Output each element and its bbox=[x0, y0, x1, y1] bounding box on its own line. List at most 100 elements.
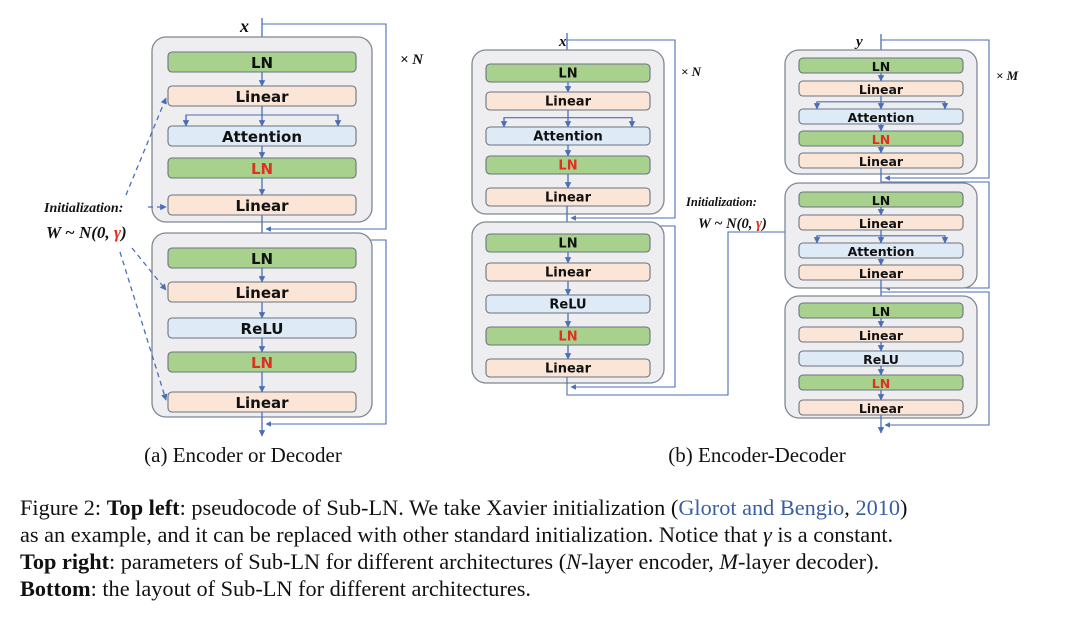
initialization-annotation: Initialization:W ~ N(0, γ) bbox=[43, 97, 168, 401]
initialization-annotation-b: Initialization: W ~ N(0, γ) bbox=[685, 195, 767, 232]
sub-ln-architecture-diagram: xLNLinearAttentionLNLinearLNLinearReLULN… bbox=[43, 16, 1019, 467]
panel-a-encoder-or-decoder: xLNLinearAttentionLNLinearLNLinearReLULN… bbox=[43, 16, 424, 437]
caption-figure-label: Figure 2: bbox=[20, 495, 102, 520]
layer-linear: Linear bbox=[167, 391, 357, 413]
caption-text: N bbox=[566, 549, 581, 574]
layer-ln-sub-ln: LN bbox=[798, 130, 964, 147]
repeat-n-label: × N bbox=[681, 64, 702, 79]
caption-bold-term: Top right bbox=[20, 549, 110, 574]
layer-linear: Linear bbox=[485, 187, 651, 207]
residual-connection-1 bbox=[567, 39, 676, 221]
caption-text: γ bbox=[762, 522, 772, 547]
subcaption-b: (b) Encoder-Decoder bbox=[668, 443, 845, 467]
layer-label: Linear bbox=[859, 401, 904, 416]
repeat-n-label: × N bbox=[400, 52, 424, 68]
layer-label: Linear bbox=[235, 88, 289, 106]
figure-caption: Figure 2: Top left: pseudocode of Sub-LN… bbox=[20, 494, 1065, 602]
layer-label: Linear bbox=[235, 197, 289, 215]
layer-ln-sub-ln: LN bbox=[167, 157, 357, 179]
layer-ln: LN bbox=[798, 302, 964, 319]
caption-text: is a constant. bbox=[771, 522, 894, 547]
residual-connection-3 bbox=[881, 291, 990, 428]
citation-link[interactable]: Glorot and Bengio bbox=[678, 495, 845, 520]
layer-label: Linear bbox=[545, 362, 592, 377]
layer-op: ReLU bbox=[798, 350, 964, 367]
panel-b-encoder: xLNLinearAttentionLNLinearLNLinearReLULN… bbox=[471, 33, 815, 396]
layer-linear: Linear bbox=[798, 80, 964, 97]
layer-label: LN bbox=[251, 160, 273, 178]
layer-op: Attention bbox=[485, 126, 651, 146]
panel-b-decoder: yLNLinearAttentionLNLinearLNLinearAttent… bbox=[784, 34, 1019, 434]
layer-label: Attention bbox=[848, 110, 915, 125]
caption-line: Top right: parameters of Sub-LN for diff… bbox=[20, 548, 1065, 575]
layer-linear: Linear bbox=[798, 399, 964, 416]
repeat-m-label: × M bbox=[996, 68, 1019, 83]
layer-label: Attention bbox=[533, 130, 602, 145]
caption-text: : the layout of Sub-LN for different arc… bbox=[90, 576, 532, 601]
layer-label: Linear bbox=[859, 82, 904, 97]
layer-ln: LN bbox=[798, 57, 964, 74]
caption-text: -layer decoder). bbox=[737, 549, 880, 574]
caption-text: -layer encoder, bbox=[581, 549, 720, 574]
subcaption-a: (a) Encoder or Decoder bbox=[144, 443, 342, 467]
layer-label: Linear bbox=[545, 266, 592, 281]
layer-ln-sub-ln: LN bbox=[485, 326, 651, 346]
init-formula: W ~ N(0, γ) bbox=[698, 216, 767, 232]
citation-link[interactable]: 2010 bbox=[855, 495, 901, 520]
layer-label: LN bbox=[872, 376, 890, 391]
layer-ln-sub-ln: LN bbox=[798, 374, 964, 391]
caption-text: : parameters of Sub-LN for different arc… bbox=[109, 549, 567, 574]
layer-label: Attention bbox=[222, 128, 302, 146]
caption-line: as an example, and it can be replaced wi… bbox=[20, 521, 1065, 548]
layer-label: Linear bbox=[859, 328, 904, 343]
input-x: x bbox=[558, 34, 567, 50]
caption-line: Bottom: the layout of Sub-LN for differe… bbox=[20, 575, 1065, 602]
layer-label: LN bbox=[872, 193, 890, 208]
layer-label: ReLU bbox=[549, 298, 586, 313]
layer-linear: Linear bbox=[485, 358, 651, 378]
residual-connection-1 bbox=[881, 39, 990, 181]
layer-op: Attention bbox=[798, 108, 964, 125]
layer-op: Attention bbox=[798, 242, 964, 259]
layer-ln: LN bbox=[167, 247, 357, 269]
layer-label: LN bbox=[251, 54, 273, 72]
layer-label: Linear bbox=[235, 394, 289, 412]
layer-linear: Linear bbox=[798, 326, 964, 343]
layer-label: LN bbox=[558, 330, 577, 345]
layer-label: LN bbox=[558, 159, 577, 174]
layer-op: Attention bbox=[167, 125, 357, 147]
layer-linear: Linear bbox=[485, 262, 651, 282]
caption-bold-term: Top left bbox=[106, 495, 180, 520]
layer-label: Attention bbox=[848, 244, 915, 259]
layer-linear: Linear bbox=[798, 264, 964, 281]
layer-label: ReLU bbox=[241, 320, 284, 338]
layer-linear: Linear bbox=[798, 214, 964, 231]
layer-ln-sub-ln: LN bbox=[485, 155, 651, 175]
caption-text: : pseudocode of Sub-LN. We take Xavier i… bbox=[179, 495, 679, 520]
layer-ln: LN bbox=[485, 233, 651, 253]
layer-label: Linear bbox=[859, 154, 904, 169]
layer-label: LN bbox=[872, 304, 890, 319]
init-label: Initialization: bbox=[43, 201, 123, 216]
layer-label: LN bbox=[872, 59, 890, 74]
layer-label: Linear bbox=[859, 216, 904, 231]
layer-linear: Linear bbox=[167, 194, 357, 216]
caption-line: Figure 2: Top left: pseudocode of Sub-LN… bbox=[20, 494, 1065, 521]
layer-label: LN bbox=[872, 132, 890, 147]
layer-linear: Linear bbox=[167, 281, 357, 303]
caption-text: M bbox=[719, 549, 738, 574]
init-label: Initialization: bbox=[685, 195, 757, 209]
layer-label: Linear bbox=[235, 284, 289, 302]
layer-label: Linear bbox=[859, 266, 904, 281]
caption-bold-term: Bottom bbox=[20, 576, 91, 601]
layer-linear: Linear bbox=[798, 152, 964, 169]
input-y: y bbox=[854, 34, 863, 50]
residual-connection-1 bbox=[262, 23, 387, 232]
layer-label: LN bbox=[558, 237, 577, 252]
